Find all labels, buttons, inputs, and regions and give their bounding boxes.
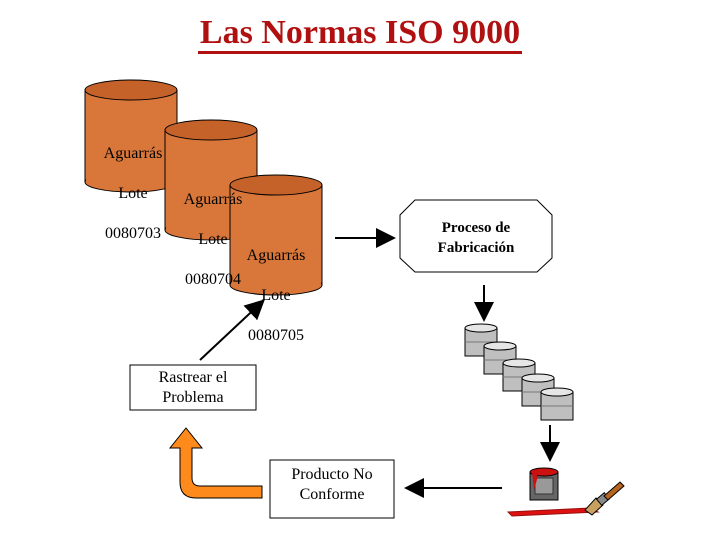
lot-3-label: Aguarrás Lote 0080705 [246,247,306,344]
slide-title: Las Normas ISO 9000 [0,14,720,54]
process-label: Proceso de Fabricación [437,220,515,256]
nonconforming-label: Producto No Conforme [291,466,373,503]
arrow-to-lot [199,299,265,361]
drum-stack-icon [464,323,574,421]
lot-cylinder-3 [229,174,323,296]
lot-2-label: Aguarrás Lote 0080704 [183,191,243,288]
paintbrush-icon [584,481,625,516]
trace-label: Rastrear el Problema [158,369,228,406]
curved-arrow-icon [168,427,263,499]
trace-box [129,364,257,411]
nonconforming-box [269,459,395,519]
paint-smear [506,507,600,517]
lot-cylinder-1 [84,79,178,193]
lot-1-label: Aguarrás Lote 0080703 [103,145,163,242]
process-box [399,199,553,273]
paint-can-icon [529,467,559,501]
